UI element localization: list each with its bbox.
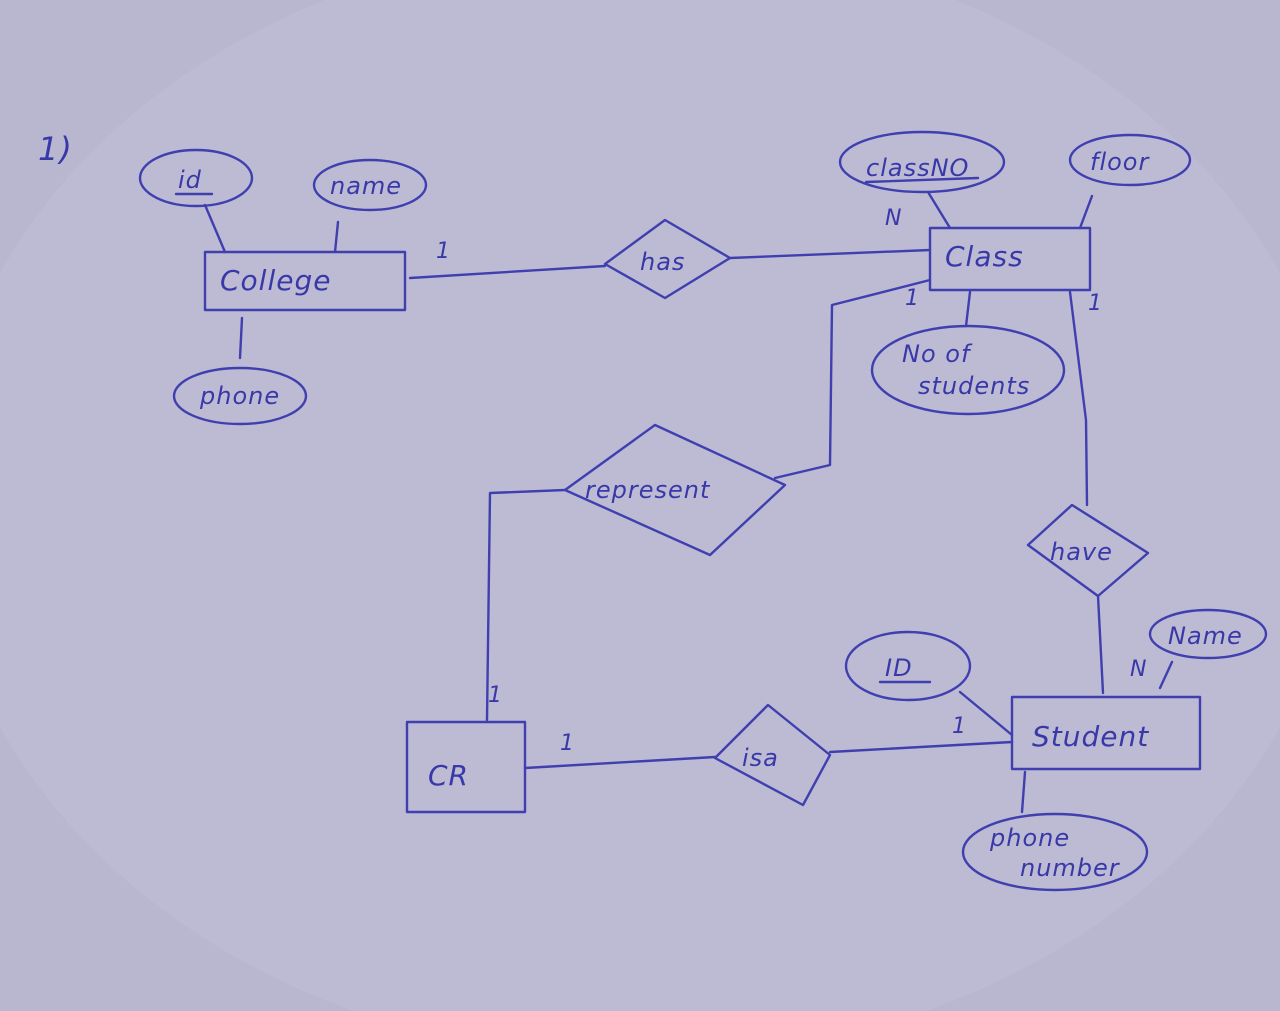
entity-college-label: College	[220, 264, 331, 297]
entity-cr: CR	[405, 720, 527, 814]
entity-cr-label: CR	[428, 759, 469, 792]
cardinality-class-represent: 1	[905, 286, 920, 311]
line-class-have	[1068, 290, 1089, 507]
attribute-student-id-label: ID	[885, 654, 913, 682]
attribute-student-phone-number-line1: phone	[989, 824, 1070, 852]
attribute-class-floor-label: floor	[1090, 148, 1150, 176]
attribute-class-floor: floor	[1068, 133, 1192, 230]
attribute-student-id-oval	[844, 630, 972, 702]
connector-line	[958, 690, 1014, 737]
relationship-isa: isa	[713, 703, 832, 807]
attribute-student-name-label: Name	[1168, 622, 1243, 650]
attribute-student-phone-number-oval	[961, 812, 1149, 892]
attribute-class-no-of-students-line2: students	[918, 372, 1030, 400]
entity-college: College	[203, 250, 407, 312]
connector-line	[1078, 194, 1094, 230]
attribute-student-name-oval	[1148, 608, 1268, 660]
attribute-student-name: Name	[1148, 608, 1268, 690]
attribute-college-id-label: id	[178, 166, 202, 194]
line-class-represent	[773, 278, 932, 480]
relationship-isa-diamond	[713, 703, 832, 807]
line-college-has	[408, 264, 607, 280]
attribute-college-phone-oval	[172, 366, 308, 426]
relationship-represent: represent	[563, 423, 787, 557]
attribute-class-no-label: classNO	[866, 154, 969, 182]
question-number: 1)	[38, 130, 73, 168]
line-represent-cr	[485, 488, 567, 722]
connector-line	[964, 290, 972, 328]
attribute-class-no-of-students-oval	[870, 324, 1066, 416]
attribute-college-id: id	[138, 148, 254, 254]
attribute-college-id-oval	[138, 148, 254, 208]
entity-college-box	[203, 250, 407, 312]
relationship-have: have	[1026, 503, 1150, 598]
line-have-student	[1096, 594, 1105, 695]
cardinality-student-have: N	[1130, 657, 1147, 682]
cardinality-college-has: 1	[436, 239, 451, 264]
cardinality-class-has: N	[885, 206, 902, 231]
entity-class: Class	[928, 226, 1092, 292]
cardinality-class-have: 1	[1088, 291, 1103, 316]
attribute-college-phone: phone	[172, 316, 308, 426]
cardinality-cr-isa: 1	[560, 731, 575, 756]
attribute-class-floor-oval	[1068, 133, 1192, 187]
attribute-student-id: ID	[844, 630, 1014, 737]
entity-class-box	[928, 226, 1092, 292]
connector-line	[1158, 660, 1174, 690]
entity-student: Student	[1010, 695, 1202, 771]
entity-class-label: Class	[945, 240, 1024, 273]
connector-line	[1020, 770, 1027, 814]
relationship-has: has	[603, 218, 732, 300]
relationship-has-label: has	[640, 248, 685, 276]
attribute-college-name-oval	[312, 158, 428, 212]
connector-line	[238, 316, 244, 360]
connector-line	[203, 203, 227, 254]
relationship-has-diamond	[603, 218, 732, 300]
entity-student-label: Student	[1032, 720, 1149, 753]
line-has-class	[728, 248, 932, 260]
attribute-student-phone-number-line2: number	[1020, 854, 1121, 882]
attribute-college-phone-label: phone	[199, 382, 280, 410]
line-cr-isa	[523, 755, 717, 770]
attribute-student-phone-number: phone number	[961, 770, 1149, 892]
attribute-class-no: classNO	[838, 130, 1006, 230]
attribute-class-no-of-students-line1: No of	[902, 340, 973, 368]
line-isa-student	[828, 740, 1014, 754]
relationship-have-label: have	[1050, 538, 1113, 566]
connector-line	[926, 190, 952, 230]
primary-key-underline	[864, 176, 980, 184]
attribute-class-no-of-students: No of students	[870, 290, 1066, 416]
attribute-college-name: name	[312, 158, 428, 254]
entity-student-box	[1010, 695, 1202, 771]
relationship-isa-label: isa	[742, 744, 779, 772]
connector-line	[333, 220, 340, 254]
attribute-class-no-oval	[838, 130, 1006, 194]
relationship-represent-diamond	[563, 423, 787, 557]
relationship-represent-label: represent	[585, 476, 711, 504]
attribute-college-name-label: name	[330, 172, 402, 200]
cardinality-cr-represent: 1	[488, 683, 503, 708]
cardinality-student-isa: 1	[952, 714, 967, 739]
